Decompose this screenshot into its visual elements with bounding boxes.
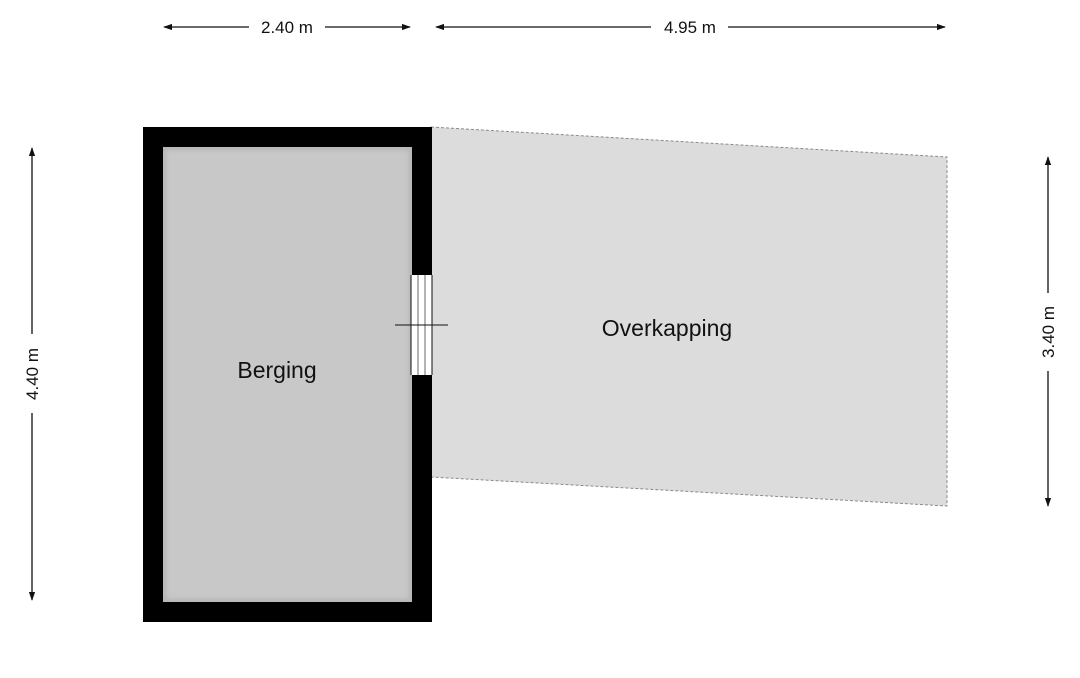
door-opening (395, 275, 448, 375)
dimension-top-left: 2.40 m (163, 18, 411, 37)
dimension-label-top-left: 2.40 m (261, 18, 313, 37)
dimension-label-top-right: 4.95 m (664, 18, 716, 37)
room-label-storage: Berging (237, 357, 316, 383)
dimension-top-right: 4.95 m (435, 18, 946, 37)
dimension-right: 3.40 m (1039, 156, 1058, 507)
storage-floor (163, 147, 412, 602)
dimension-label-right: 3.40 m (1039, 306, 1058, 358)
room-label-canopy: Overkapping (602, 315, 732, 341)
dimension-label-left: 4.40 m (23, 348, 42, 400)
canopy-area (430, 126, 948, 507)
dimension-left: 4.40 m (23, 147, 42, 601)
